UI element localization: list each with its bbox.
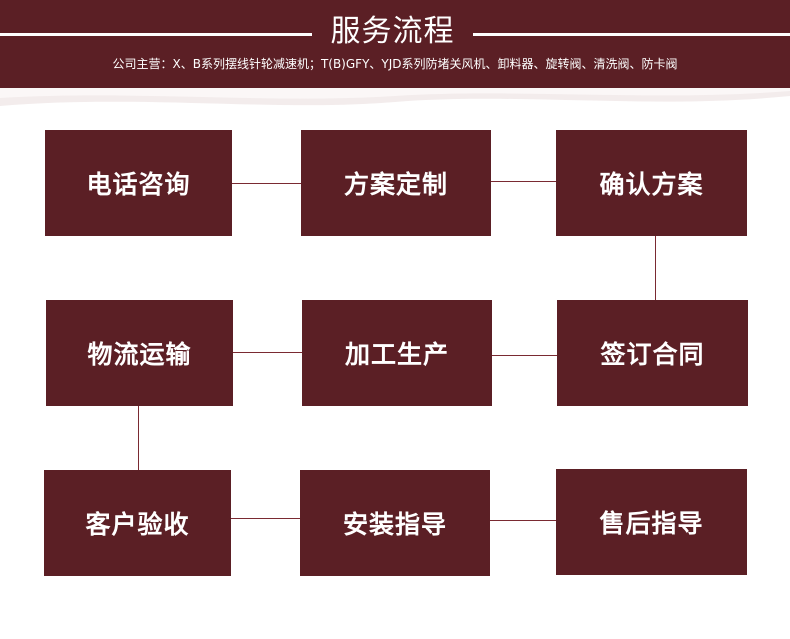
- connector-8-9: [490, 520, 556, 521]
- step-label: 售后指导: [599, 509, 704, 538]
- title-divider-left: [0, 33, 312, 36]
- connector-7-8: [231, 518, 300, 519]
- step-customer-acceptance: 客户验收: [44, 470, 231, 576]
- step-plan-customization: 方案定制: [301, 130, 491, 236]
- step-label: 客户验收: [85, 510, 190, 539]
- title-divider-right: [473, 33, 790, 36]
- step-logistics: 物流运输: [46, 300, 233, 406]
- page-title: 服务流程: [330, 14, 455, 49]
- step-label: 确认方案: [599, 170, 704, 199]
- company-business-subtitle: 公司主营：X、B系列摆线针轮减速机；T(B)GFY、YJD系列防堵关风机、卸料器…: [112, 57, 678, 71]
- step-after-sales-guidance: 售后指导: [556, 469, 747, 575]
- step-label: 物流运输: [87, 340, 192, 369]
- step-processing: 加工生产: [302, 300, 492, 406]
- connector-2-3: [491, 181, 556, 182]
- connector-5-4: [233, 352, 302, 353]
- connector-6-5: [492, 355, 557, 356]
- step-label: 签订合同: [600, 340, 705, 369]
- header-banner: 服务流程 公司主营：X、B系列摆线针轮减速机；T(B)GFY、YJD系列防堵关风…: [0, 0, 790, 90]
- step-contract-signing: 签订合同: [557, 300, 748, 406]
- step-label: 加工生产: [344, 340, 449, 369]
- connector-3-6: [655, 236, 656, 300]
- step-phone-consultation: 电话咨询: [45, 130, 232, 236]
- decorative-wave: [0, 88, 790, 106]
- step-plan-confirmation: 确认方案: [556, 130, 747, 236]
- step-installation-guidance: 安装指导: [300, 470, 490, 576]
- step-label: 安装指导: [342, 510, 447, 539]
- step-label: 电话咨询: [86, 170, 191, 199]
- connector-1-2: [232, 183, 301, 184]
- connector-4-7: [138, 406, 139, 470]
- step-label: 方案定制: [343, 170, 448, 199]
